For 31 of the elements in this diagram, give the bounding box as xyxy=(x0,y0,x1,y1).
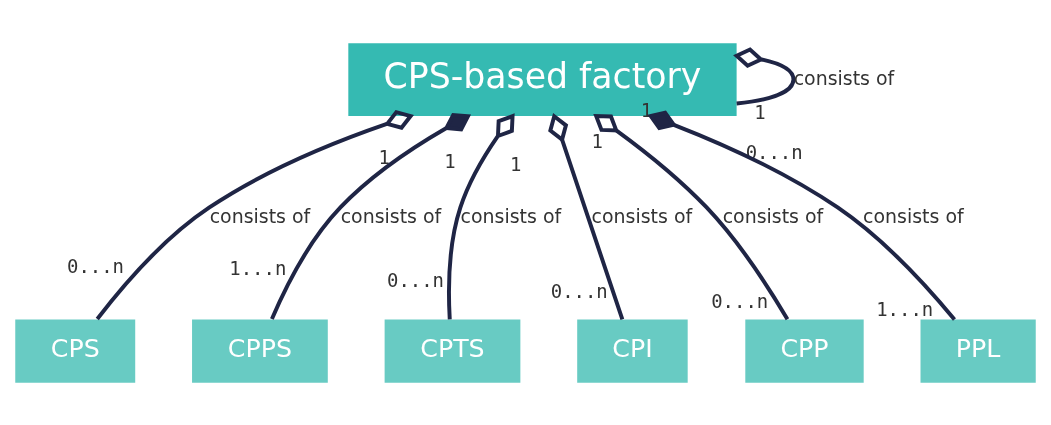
label: 1 xyxy=(591,129,604,152)
connector xyxy=(647,110,956,321)
connector xyxy=(733,46,796,105)
connector xyxy=(593,113,790,320)
node-box: CPPS xyxy=(192,319,328,383)
edge-label: consists of xyxy=(863,204,964,227)
label: 0...n xyxy=(66,254,124,277)
label: 1 xyxy=(378,145,390,168)
label: 1 xyxy=(444,149,456,172)
node-box: CPTS xyxy=(384,319,521,383)
node-box: CPP xyxy=(745,319,864,383)
connector xyxy=(447,112,515,319)
node-box: CPI xyxy=(577,319,688,383)
edge-label: consists of xyxy=(591,204,693,227)
label: 1...n xyxy=(876,297,934,320)
edge-label: consists of xyxy=(722,204,824,227)
label: 1 xyxy=(754,100,766,123)
label: 1 xyxy=(510,152,522,175)
connector xyxy=(548,112,625,320)
label: 0...n xyxy=(550,279,608,302)
connector xyxy=(270,112,472,320)
label: 0...n xyxy=(387,268,445,291)
edge-label: consists of xyxy=(460,204,562,227)
edge-label: consists of xyxy=(340,204,442,227)
label: 1...n xyxy=(229,256,287,279)
edge-label: consists of xyxy=(793,66,895,89)
node-box: CPS xyxy=(15,319,136,383)
edge-label: consists of xyxy=(209,204,311,227)
node-box: PPL xyxy=(920,319,1036,383)
label: 0...n xyxy=(711,289,769,312)
connector xyxy=(95,109,414,320)
